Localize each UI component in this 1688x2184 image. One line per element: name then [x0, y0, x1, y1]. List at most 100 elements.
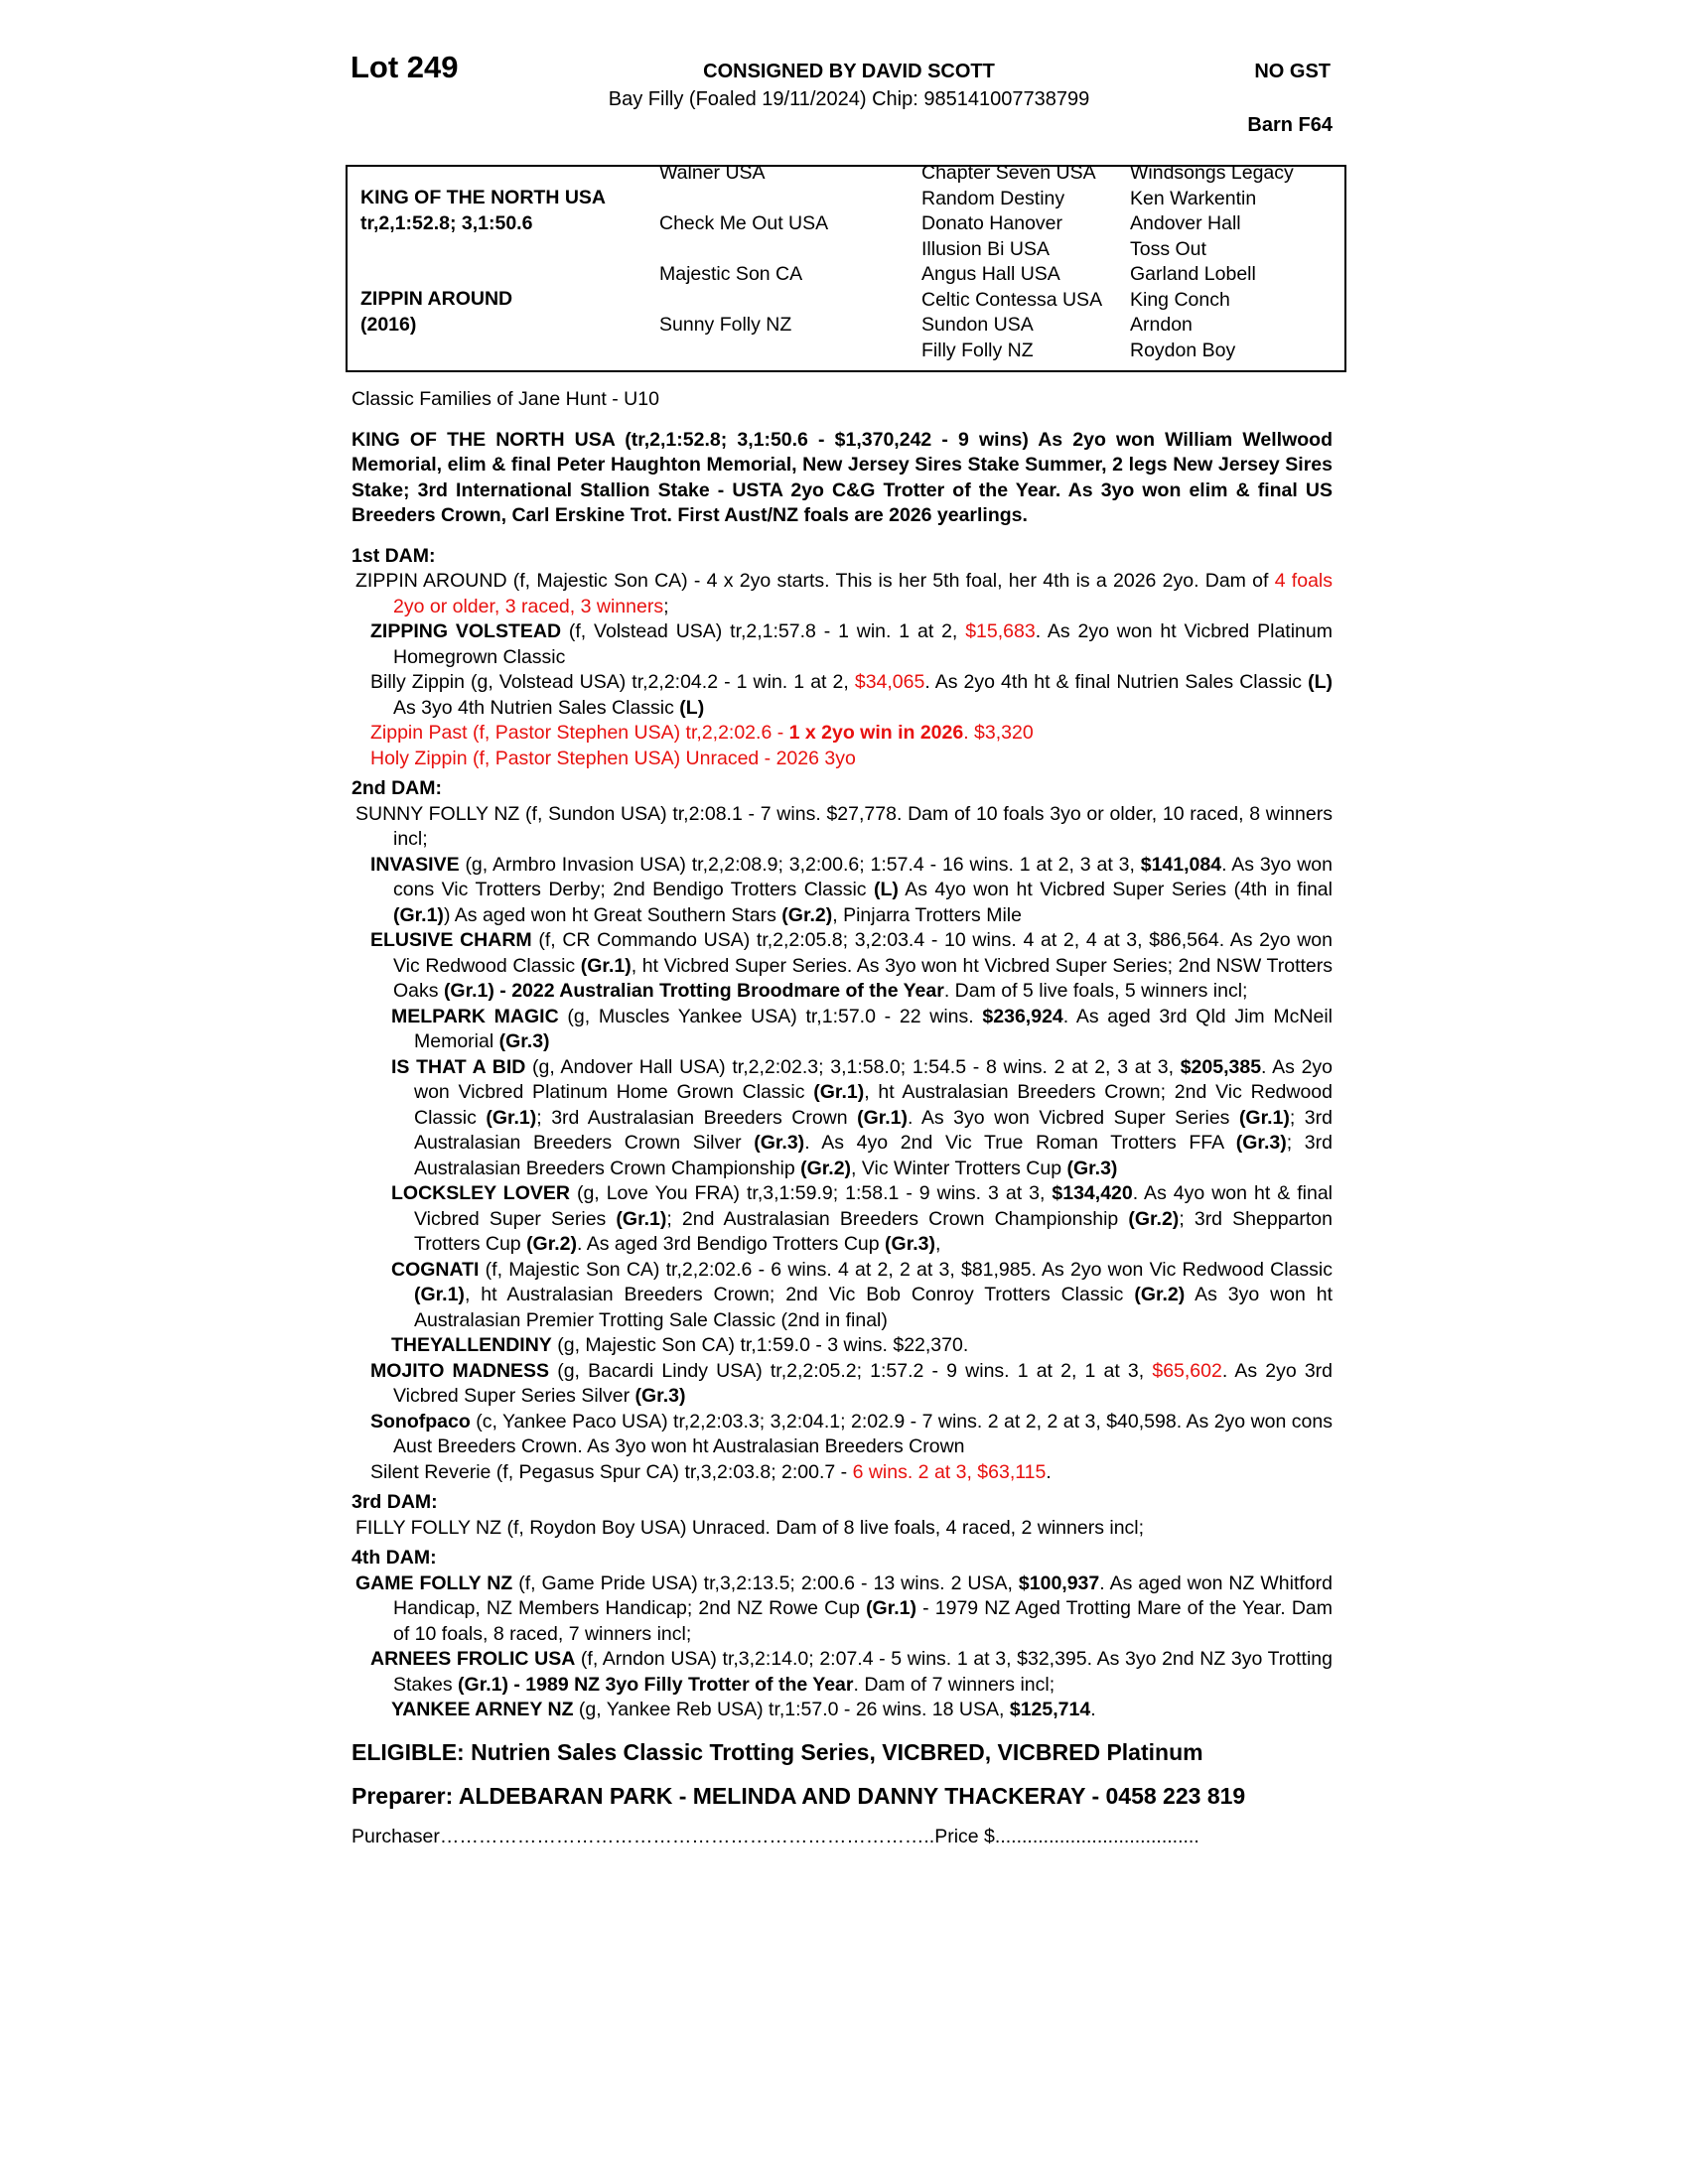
pedigree-great-grandparent: Illusion Bi USA [921, 237, 1050, 260]
pedigree-grandparent: Majestic Son CA [659, 263, 803, 285]
text-run: (g, Yankee Reb USA) tr,1:57.0 - 26 wins.… [573, 1699, 1010, 1720]
bold-text: (Gr.1) [616, 1207, 667, 1230]
text-run: , ht Vicbred Super Series. As 3yo won ht… [393, 954, 1333, 1003]
section-heading: 1st DAM: [352, 544, 436, 567]
pedigree-great-grandparent: Sundon USA [921, 314, 1034, 336]
bold-text: (Gr.2) [526, 1233, 577, 1255]
highlighted-text: 1 x 2yo win in 2026 [788, 722, 964, 744]
pedigree-entry: COGNATI (f, Majestic Son CA) tr,2,2:02.6… [352, 1258, 1333, 1334]
text-run: . As 2yo 4th ht & final Nutrien Sales Cl… [924, 671, 1309, 693]
bold-text: (Gr.1) [857, 1106, 909, 1129]
pedigree-great-grandparent: Filly Folly NZ [921, 339, 1034, 361]
bold-text: INVASIVE [370, 853, 460, 876]
highlighted-text: $34,065 [854, 671, 925, 693]
bold-text: $205,385 [1180, 1055, 1262, 1078]
pedigree-entry: MELPARK MAGIC (g, Muscles Yankee USA) tr… [352, 1005, 1333, 1055]
bold-text: (Gr.3) [498, 1030, 550, 1052]
text-run: . As 3yo won Vicbred Super Series [908, 1106, 1239, 1129]
pedigree-entry: FILLY FOLLY NZ (f, Roydon Boy USA) Unrac… [352, 1516, 1333, 1542]
bold-text: ZIPPING VOLSTEAD [370, 620, 562, 642]
pedigree-great-grandparent: Chapter Seven USA [921, 162, 1096, 184]
text-run: (g, Muscles Yankee USA) tr,1:57.0 - 22 w… [558, 1005, 983, 1027]
bold-text: (L) [873, 879, 899, 900]
pedigree-entry: SUNNY FOLLY NZ (f, Sundon USA) tr,2:08.1… [352, 802, 1333, 853]
highlighted-text: Zippin Past (f, Pastor Stephen USA) tr,2… [370, 722, 789, 744]
text-run: , ht Australasian Breeders Crown; 2nd Vi… [464, 1284, 1135, 1305]
pedigree-entry: Holy Zippin (f, Pastor Stephen USA) Unra… [352, 747, 1333, 772]
bold-text: MELPARK MAGIC [391, 1005, 559, 1027]
text-run: (g, Love You FRA) tr,3,1:59.9; 1:58.1 - … [569, 1182, 1053, 1204]
pedigree-sire: KING OF THE NORTH USA [360, 187, 606, 208]
catalogue-page-body: Classic Families of Jane Hunt - U10 KING… [352, 387, 1333, 1849]
text-run: , [934, 1233, 941, 1255]
text-run: - 1979 NZ Aged Trotting Mare of the Year… [393, 1597, 1334, 1645]
text-run: ; 2nd Australasian Breeders Crown Champi… [666, 1207, 1129, 1230]
text-run: . As 2yo 3rd Vicbred Super Series Silver [393, 1359, 1334, 1408]
preparer-line: Preparer: ALDEBARAN PARK - MELINDA AND D… [352, 1782, 1246, 1809]
text-run: (f, CR Commando USA) tr,2,2:05.8; 3,2:03… [393, 929, 1333, 977]
bold-text: ELUSIVE CHARM [370, 929, 532, 951]
pedigree-gg-grandparent: Windsongs Legacy [1130, 162, 1294, 184]
pedigree-entry: Billy Zippin (g, Volstead USA) tr,2,2:04… [352, 670, 1333, 721]
horse-description: Bay Filly (Foaled 19/11/2024) Chip: 9851… [608, 88, 1090, 110]
bold-text: $100,937 [1018, 1571, 1100, 1594]
bold-text: (Gr.3) [754, 1132, 805, 1154]
pedigree-gg-grandparent: Arndon [1130, 314, 1193, 336]
text-run: , Pinjarra Trotters Mile [832, 903, 1022, 926]
text-run: ; 3rd Australasian Breeders Crown [536, 1106, 858, 1129]
text-run: (f, Majestic Son CA) tr,2,2:02.6 - 6 win… [479, 1258, 1333, 1281]
pedigree-great-grandparent: Donato Hanover [921, 212, 1063, 234]
bold-text: (Gr.1) [1238, 1106, 1290, 1129]
pedigree-entry: INVASIVE (g, Armbro Invasion USA) tr,2,2… [352, 853, 1333, 929]
text-run: . As 3yo won cons Vic Trotters Derby; 2n… [393, 853, 1333, 901]
pedigree-entry: THEYALLENDINY (g, Majestic Son CA) tr,1:… [352, 1333, 1333, 1359]
sire-summary: KING OF THE NORTH USA (tr,2,1:52.8; 3,1:… [352, 428, 1333, 527]
text-run: . As 4yo 2nd Vic True Roman Trotters FFA [804, 1132, 1236, 1154]
pedigree-entry: ZIPPIN AROUND (f, Majestic Son CA) - 4 x… [352, 569, 1333, 619]
pedigree-great-grandparent: Angus Hall USA [921, 263, 1060, 285]
bold-text: (Gr.3) [1066, 1157, 1118, 1179]
gst-status: NO GST [1254, 61, 1331, 82]
bold-text: (Gr.1) - 2022 Australian Trotting Broodm… [443, 980, 944, 1002]
bold-text: (Gr.2) [1128, 1207, 1180, 1230]
bold-text: (Gr.2) [1134, 1284, 1186, 1305]
bold-text: (Gr.1) - 1989 NZ 3yo Filly Trotter of th… [458, 1673, 854, 1696]
pedigree-grandparent: Walner USA [659, 162, 766, 184]
text-run: . As aged 3rd Qld Jim McNeil Memorial [414, 1005, 1333, 1053]
pedigree-table: KING OF THE NORTH USA tr,2,1:52.8; 3,1:5… [346, 162, 1346, 372]
bold-text: (Gr.1) [580, 954, 632, 977]
pedigree-gg-grandparent: Andover Hall [1130, 212, 1241, 234]
consignor: CONSIGNED BY DAVID SCOTT [703, 61, 995, 82]
lot-number: Lot 249 [351, 50, 459, 84]
text-run: As 3yo won ht Australasian Premier Trott… [414, 1284, 1333, 1331]
bold-text: (Gr.2) [800, 1157, 852, 1179]
bold-text: (Gr.1) [866, 1597, 916, 1619]
pedigree-entry: ELUSIVE CHARM (f, CR Commando USA) tr,2,… [352, 928, 1333, 1005]
pedigree-entry: YANKEE ARNEY NZ (g, Yankee Reb USA) tr,1… [352, 1698, 1333, 1723]
bold-text: THEYALLENDINY [391, 1334, 552, 1356]
pedigree-entry: MOJITO MADNESS (g, Bacardi Lindy USA) tr… [352, 1359, 1333, 1410]
pedigree-entry: Silent Reverie (f, Pegasus Spur CA) tr,3… [352, 1460, 1333, 1486]
pedigree-dam: ZIPPIN AROUND [360, 288, 513, 310]
bold-text: YANKEE ARNEY NZ [391, 1699, 574, 1720]
bold-text: (L) [1308, 671, 1333, 693]
pedigree-gg-grandparent: Garland Lobell [1130, 263, 1256, 285]
text-run: (f, Game Pride USA) tr,3,2:13.5; 2:00.6 … [512, 1571, 1019, 1594]
text-run: . Dam of 7 winners incl; [853, 1673, 1055, 1696]
text-run: (f, Arndon USA) tr,3,2:14.0; 2:07.4 - 5 … [393, 1648, 1333, 1696]
text-run: . [1090, 1699, 1096, 1720]
text-run: , ht Australasian Breeders Crown; 2nd Vi… [414, 1081, 1333, 1129]
highlighted-text: Holy Zippin (f, Pastor Stephen USA) Unra… [370, 747, 856, 769]
pedigree-grandparent: Sunny Folly NZ [659, 314, 792, 336]
bold-text: (L) [679, 696, 705, 719]
text-run: . As 2yo won ht Vicbred Platinum Homegro… [393, 620, 1333, 668]
text-run: ; [663, 595, 669, 617]
pedigree-gg-grandparent: Ken Warkentin [1130, 187, 1257, 209]
text-run: . As aged won NZ Whitford Handicap, NZ M… [393, 1571, 1334, 1620]
bold-text: (Gr.3) [1235, 1132, 1287, 1154]
purchaser-price-line: Purchaser…………………………………………………………………..Pric… [352, 1825, 1199, 1847]
text-run: . As 2yo won Vicbred Platinum Home Grown… [414, 1055, 1334, 1104]
text-run: (f, Volstead USA) tr,2,1:57.8 - 1 win. 1… [561, 620, 966, 642]
pedigree-great-grandparent: Celtic Contessa USA [921, 288, 1103, 311]
pedigree-gg-grandparent: Toss Out [1130, 237, 1206, 260]
